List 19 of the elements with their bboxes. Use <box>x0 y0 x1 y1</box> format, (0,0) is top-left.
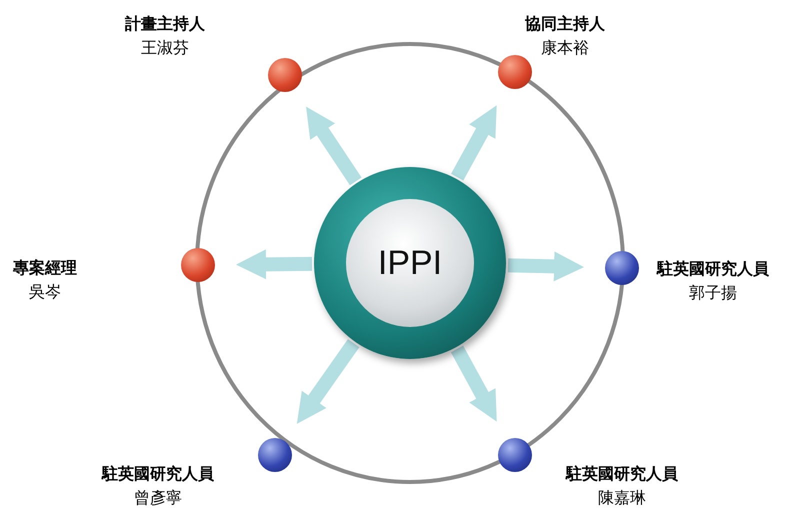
arrow <box>236 249 312 280</box>
person-name: 康本裕 <box>541 37 589 59</box>
arrow <box>451 105 497 180</box>
arrow <box>306 106 362 186</box>
role-title: 駐英國研究人員 <box>102 463 214 485</box>
role-title: 駐英國研究人員 <box>566 463 678 485</box>
person-name: 吳岑 <box>29 281 61 303</box>
arrow <box>296 339 360 424</box>
arrow <box>450 346 497 422</box>
role-title: 駐英國研究人員 <box>657 258 769 280</box>
role-title: 計畫主持人 <box>125 13 205 35</box>
role-title: 協同主持人 <box>525 13 605 35</box>
person-name: 曾彥寧 <box>134 487 182 509</box>
person-name: 王淑芬 <box>141 37 189 59</box>
person-name: 陳嘉琳 <box>598 487 646 509</box>
role-title: 專案經理 <box>13 257 77 279</box>
arrow <box>508 251 584 282</box>
person-name: 郭子揚 <box>689 282 737 304</box>
hub-label: IPPI <box>378 242 442 284</box>
